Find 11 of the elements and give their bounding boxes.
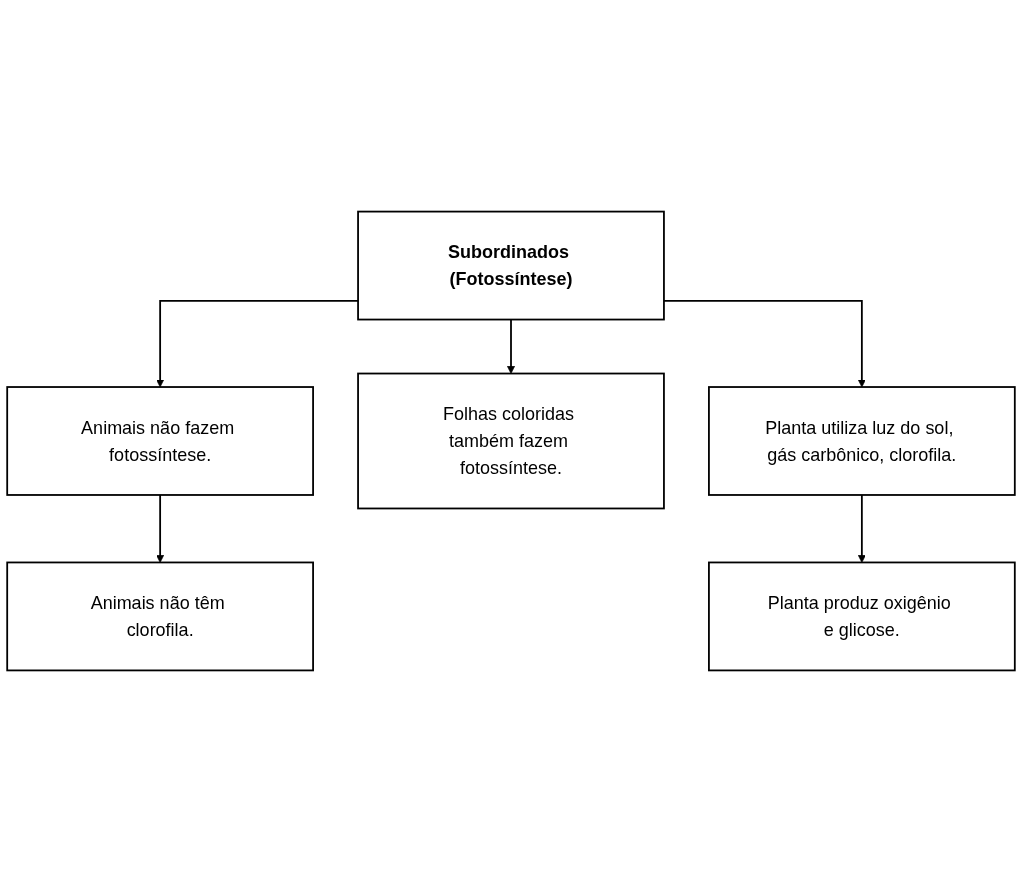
- node-box: Animais não têm clorofila.: [6, 561, 314, 672]
- node-box: Planta produz oxigênio e glicose.: [708, 561, 1016, 672]
- node-box: Planta utiliza luz do sol, gás carbônico, clorofila.: [708, 386, 1016, 496]
- node-box: Folhas coloridas também fazem fotossíntese.: [357, 372, 665, 510]
- arrow: [156, 494, 165, 563]
- node-box: Subordinados (Fotossíntese): [357, 210, 665, 321]
- arrow: [857, 494, 866, 563]
- node-box: Animais não fazem fotossíntese.: [6, 386, 314, 496]
- arrow: [507, 318, 515, 374]
- arrow: [156, 299, 359, 388]
- arrow: [663, 299, 866, 388]
